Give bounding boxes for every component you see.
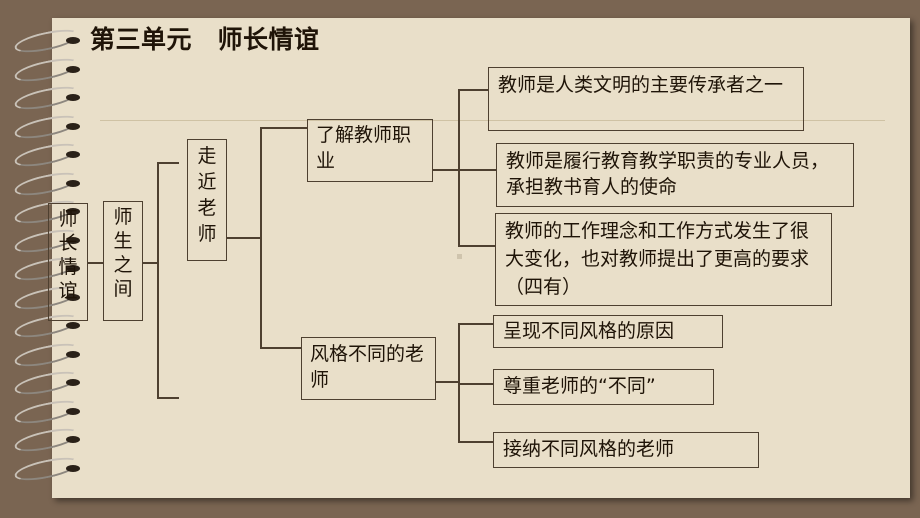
binding-hole: [66, 350, 80, 358]
binding-hole: [66, 122, 80, 130]
connector: [260, 347, 301, 349]
connector: [436, 381, 459, 383]
branch-b-node: 风格不同的老师: [301, 337, 436, 400]
connector: [157, 162, 159, 398]
branch-a-item-text: 教师的工作理念和工作方式发生了很大变化，也对教师提出了更高的要求（四有）: [505, 220, 810, 298]
binding-hole: [66, 379, 80, 386]
branch-b-item: 尊重老师的“不同”: [493, 369, 714, 405]
connector: [458, 383, 493, 385]
level2-node: 走近老师: [187, 139, 227, 261]
connector: [458, 245, 495, 247]
branch-b-item-text: 接纳不同风格的老师: [503, 438, 675, 460]
connector: [227, 237, 261, 239]
connector: [458, 89, 460, 246]
level2-node-label: 走近老师: [197, 145, 217, 245]
branch-a-item: 教师是履行教育教学职责的专业人员，承担教书育人的使命: [496, 143, 854, 207]
binding-hole: [66, 151, 80, 158]
branch-b-item-text: 呈现不同风格的原因: [503, 320, 675, 342]
branch-a-node: 了解教师职业: [307, 119, 433, 182]
binding-hole: [66, 436, 80, 443]
decor-dot: [457, 254, 462, 259]
connector: [458, 323, 493, 325]
connector: [157, 162, 179, 164]
binding-hole: [66, 94, 80, 101]
branch-b-item-text: 尊重老师的“不同”: [503, 375, 656, 397]
connector: [88, 262, 103, 264]
branch-a-label: 了解教师职业: [316, 124, 412, 172]
connector: [458, 323, 460, 442]
binding-hole: [66, 65, 80, 73]
binding-hole: [66, 179, 80, 187]
binding-hole: [66, 208, 80, 215]
connector: [458, 441, 493, 443]
branch-a-item: 教师是人类文明的主要传承者之一: [488, 67, 804, 131]
branch-a-item-text: 教师是履行教育教学职责的专业人员，承担教书育人的使命: [506, 150, 830, 198]
connector: [143, 262, 158, 264]
notebook-paper: [52, 18, 910, 498]
connector: [458, 169, 496, 171]
branch-b-item: 接纳不同风格的老师: [493, 432, 759, 468]
connector: [157, 397, 179, 399]
branch-a-item: 教师的工作理念和工作方式发生了很大变化，也对教师提出了更高的要求（四有）: [495, 213, 832, 306]
level1-node: 师生之间: [103, 201, 143, 321]
branch-a-item-text: 教师是人类文明的主要传承者之一: [498, 74, 784, 96]
binding-hole: [66, 265, 80, 272]
page-title: 第三单元 师长情谊: [90, 25, 320, 54]
binding-hole: [66, 464, 80, 472]
connector: [260, 127, 262, 348]
binding-hole: [66, 37, 80, 44]
root-node-label: 师长情谊: [58, 208, 78, 302]
root-node: 师长情谊: [48, 203, 88, 321]
binding-hole: [66, 407, 80, 415]
connector: [458, 89, 488, 91]
binding-hole: [66, 322, 80, 329]
connector: [433, 169, 459, 171]
branch-b-item: 呈现不同风格的原因: [493, 315, 723, 348]
binding-hole: [66, 293, 80, 301]
connector: [260, 127, 307, 129]
branch-b-label: 风格不同的老师: [310, 343, 425, 391]
divider-line: [100, 120, 885, 121]
level1-node-label: 师生之间: [113, 206, 133, 300]
binding-hole: [66, 236, 80, 244]
